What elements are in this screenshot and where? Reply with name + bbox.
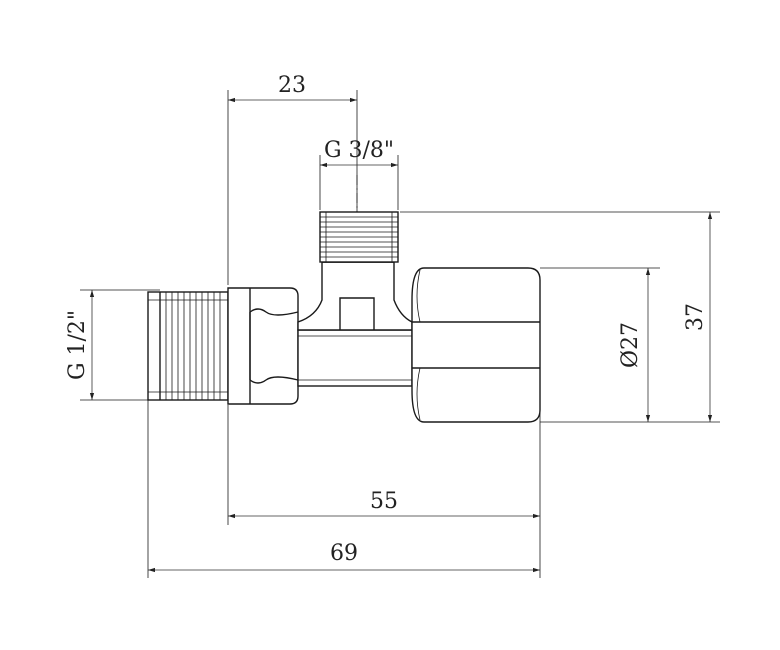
central-tube: [297, 329, 413, 387]
thread-g12-label: G 1/2": [65, 310, 90, 380]
dimension-23-label: 23: [278, 73, 306, 98]
left-thread: [147, 291, 229, 401]
dimension-37-label: 37: [683, 303, 708, 331]
dimension-55-label: 55: [370, 489, 398, 514]
branch-body: [297, 261, 413, 331]
dimension-69-label: 69: [330, 541, 358, 566]
dimension-lines: [89, 97, 713, 573]
thread-g38-label: G 3/8": [324, 138, 394, 163]
valve-body: [147, 211, 541, 423]
hex-collar: [227, 287, 299, 405]
top-thread: [319, 211, 399, 263]
diameter-27-label: Ø27: [618, 322, 643, 368]
right-nut: [411, 267, 541, 423]
